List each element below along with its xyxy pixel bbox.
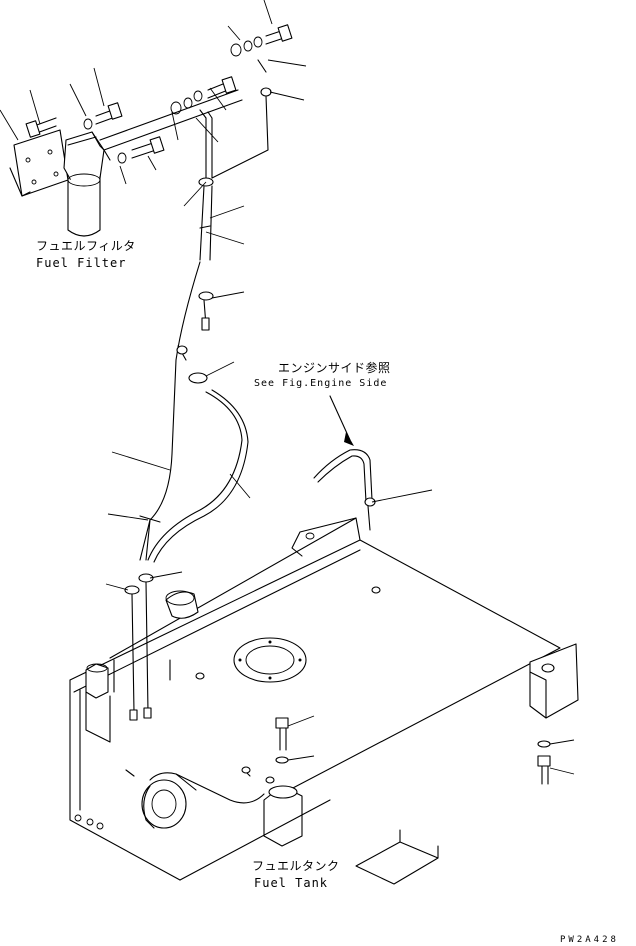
fuel-filter-assembly xyxy=(9,24,293,237)
fuel-tank-label-en: Fuel Tank xyxy=(254,876,328,890)
bolt-lower xyxy=(131,136,165,159)
tank-bolt xyxy=(275,717,289,751)
right-bolt xyxy=(537,740,551,785)
engine-side-label-jp: エンジンサイド参照 xyxy=(278,360,391,375)
fuel-tank xyxy=(69,517,579,885)
bolt-upper xyxy=(207,76,237,99)
bolt-left xyxy=(25,117,57,138)
fuel-hoses xyxy=(124,177,249,721)
engine-side-label-en: See Fig.Engine Side xyxy=(254,378,387,389)
fuel-tank-label-jp: フュエルタンク xyxy=(252,859,340,873)
bolt-top xyxy=(265,24,293,45)
leader-lines xyxy=(0,0,575,775)
fuel-filter-label-en: Fuel Filter xyxy=(36,256,126,270)
bolt-mid xyxy=(95,102,123,125)
engine-side-hose xyxy=(313,395,376,531)
drawing-code: PW2A428 xyxy=(560,935,619,945)
fuel-filter-label-jp: フュエルフィルタ xyxy=(36,239,136,253)
